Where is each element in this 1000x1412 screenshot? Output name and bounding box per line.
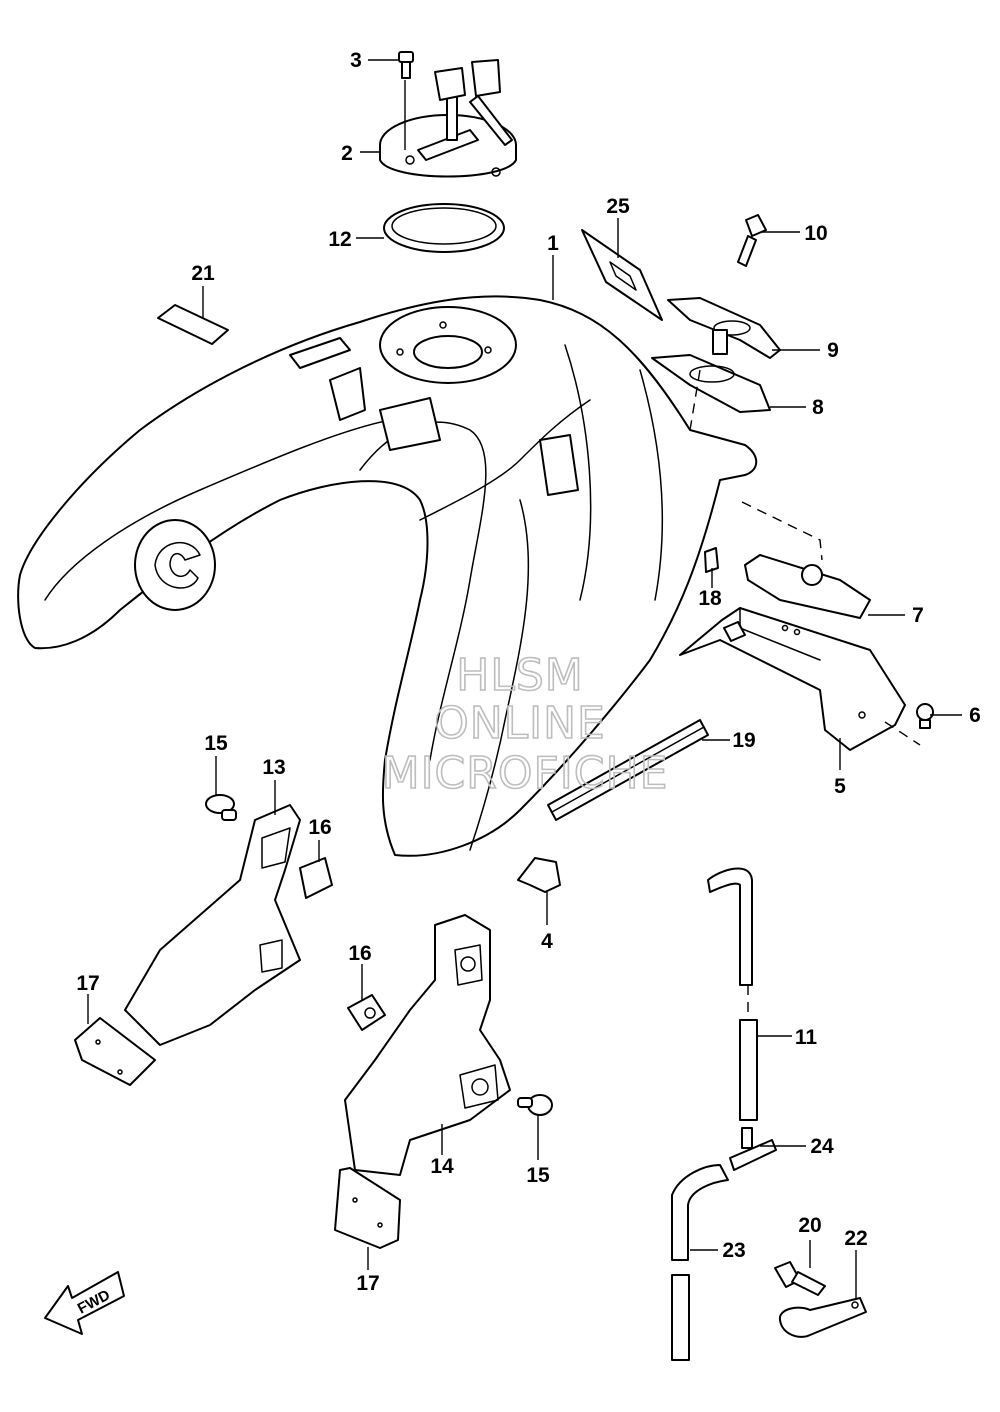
- callout-11: 11: [795, 1026, 818, 1049]
- callout-12: 12: [328, 228, 351, 251]
- nut-16-upper: [299, 857, 333, 899]
- watermark-line-2: ONLINE: [434, 698, 606, 749]
- bolt-10: [737, 214, 767, 267]
- hose-23: [671, 1164, 729, 1361]
- bracket-9: [667, 297, 781, 359]
- rear-bracket: [679, 607, 906, 751]
- callout-18: 18: [698, 587, 722, 610]
- watermark-line-1: HLSM: [456, 650, 584, 701]
- callout-labels: 1 2 3 4 5 6 7 8 9 10 11 12 13 14 15 15 1…: [76, 49, 981, 1295]
- hose-11: [707, 867, 758, 1121]
- callout-15-lower: 15: [526, 1164, 550, 1187]
- t-joint: [729, 1127, 777, 1171]
- callout-16-lower: 16: [348, 942, 371, 965]
- cover-pad-17-lower: [334, 1167, 401, 1249]
- rubber-cushion-7: [744, 554, 871, 619]
- alignment-lines: [689, 369, 921, 746]
- callout-17-lower: 17: [356, 1272, 379, 1295]
- callout-13: 13: [262, 756, 285, 779]
- callout-8: 8: [812, 396, 824, 419]
- clip-22: [778, 1297, 867, 1338]
- callout-10: 10: [804, 222, 827, 245]
- watermark-line-3: MICROFICHE: [382, 748, 669, 799]
- bolt-15-left: [205, 794, 237, 821]
- fwd-arrow-icon: FWD: [44, 1271, 125, 1335]
- callout-9: 9: [827, 339, 839, 362]
- clip-18: [704, 547, 719, 573]
- cover-pad-17-left: [74, 1017, 156, 1086]
- callout-22: 22: [844, 1227, 867, 1250]
- bolt-20: [774, 1261, 826, 1296]
- fuel-cap-assembly: [379, 59, 517, 178]
- callout-6: 6: [969, 704, 981, 727]
- callout-19: 19: [732, 729, 755, 752]
- bolt-6: [916, 703, 934, 729]
- callout-15-upper: 15: [204, 732, 228, 755]
- nut-16-lower: [347, 994, 386, 1031]
- bolt-15-right: [517, 1094, 553, 1116]
- cushion-pad: [157, 304, 229, 345]
- callout-16-upper: 16: [308, 816, 331, 839]
- watermark: HLSM ONLINE MICROFICHE: [381, 649, 669, 800]
- callout-23: 23: [722, 1239, 745, 1262]
- callout-24: 24: [810, 1135, 834, 1158]
- cap-gasket-ring: [383, 203, 505, 253]
- callout-4: 4: [541, 930, 553, 953]
- callout-25: 25: [606, 195, 630, 218]
- callout-20: 20: [798, 1214, 821, 1237]
- callout-5: 5: [834, 775, 846, 798]
- side-bracket-13: [124, 804, 301, 1046]
- side-bracket-14: [344, 914, 511, 1176]
- fuel-tank: [17, 295, 758, 857]
- bracket-8: [651, 354, 771, 413]
- callout-1: 1: [547, 232, 559, 255]
- label-plate: [581, 229, 663, 321]
- cap-bolt: [398, 51, 414, 150]
- leader-lines: [87, 59, 962, 1298]
- rubber-strip: [547, 719, 709, 821]
- callout-2: 2: [341, 142, 353, 165]
- callout-3: 3: [350, 49, 362, 72]
- callout-17-upper: 17: [76, 972, 99, 995]
- callout-21: 21: [191, 262, 215, 285]
- clip-4: [517, 857, 561, 893]
- callout-7: 7: [912, 604, 924, 627]
- callout-14: 14: [430, 1155, 454, 1178]
